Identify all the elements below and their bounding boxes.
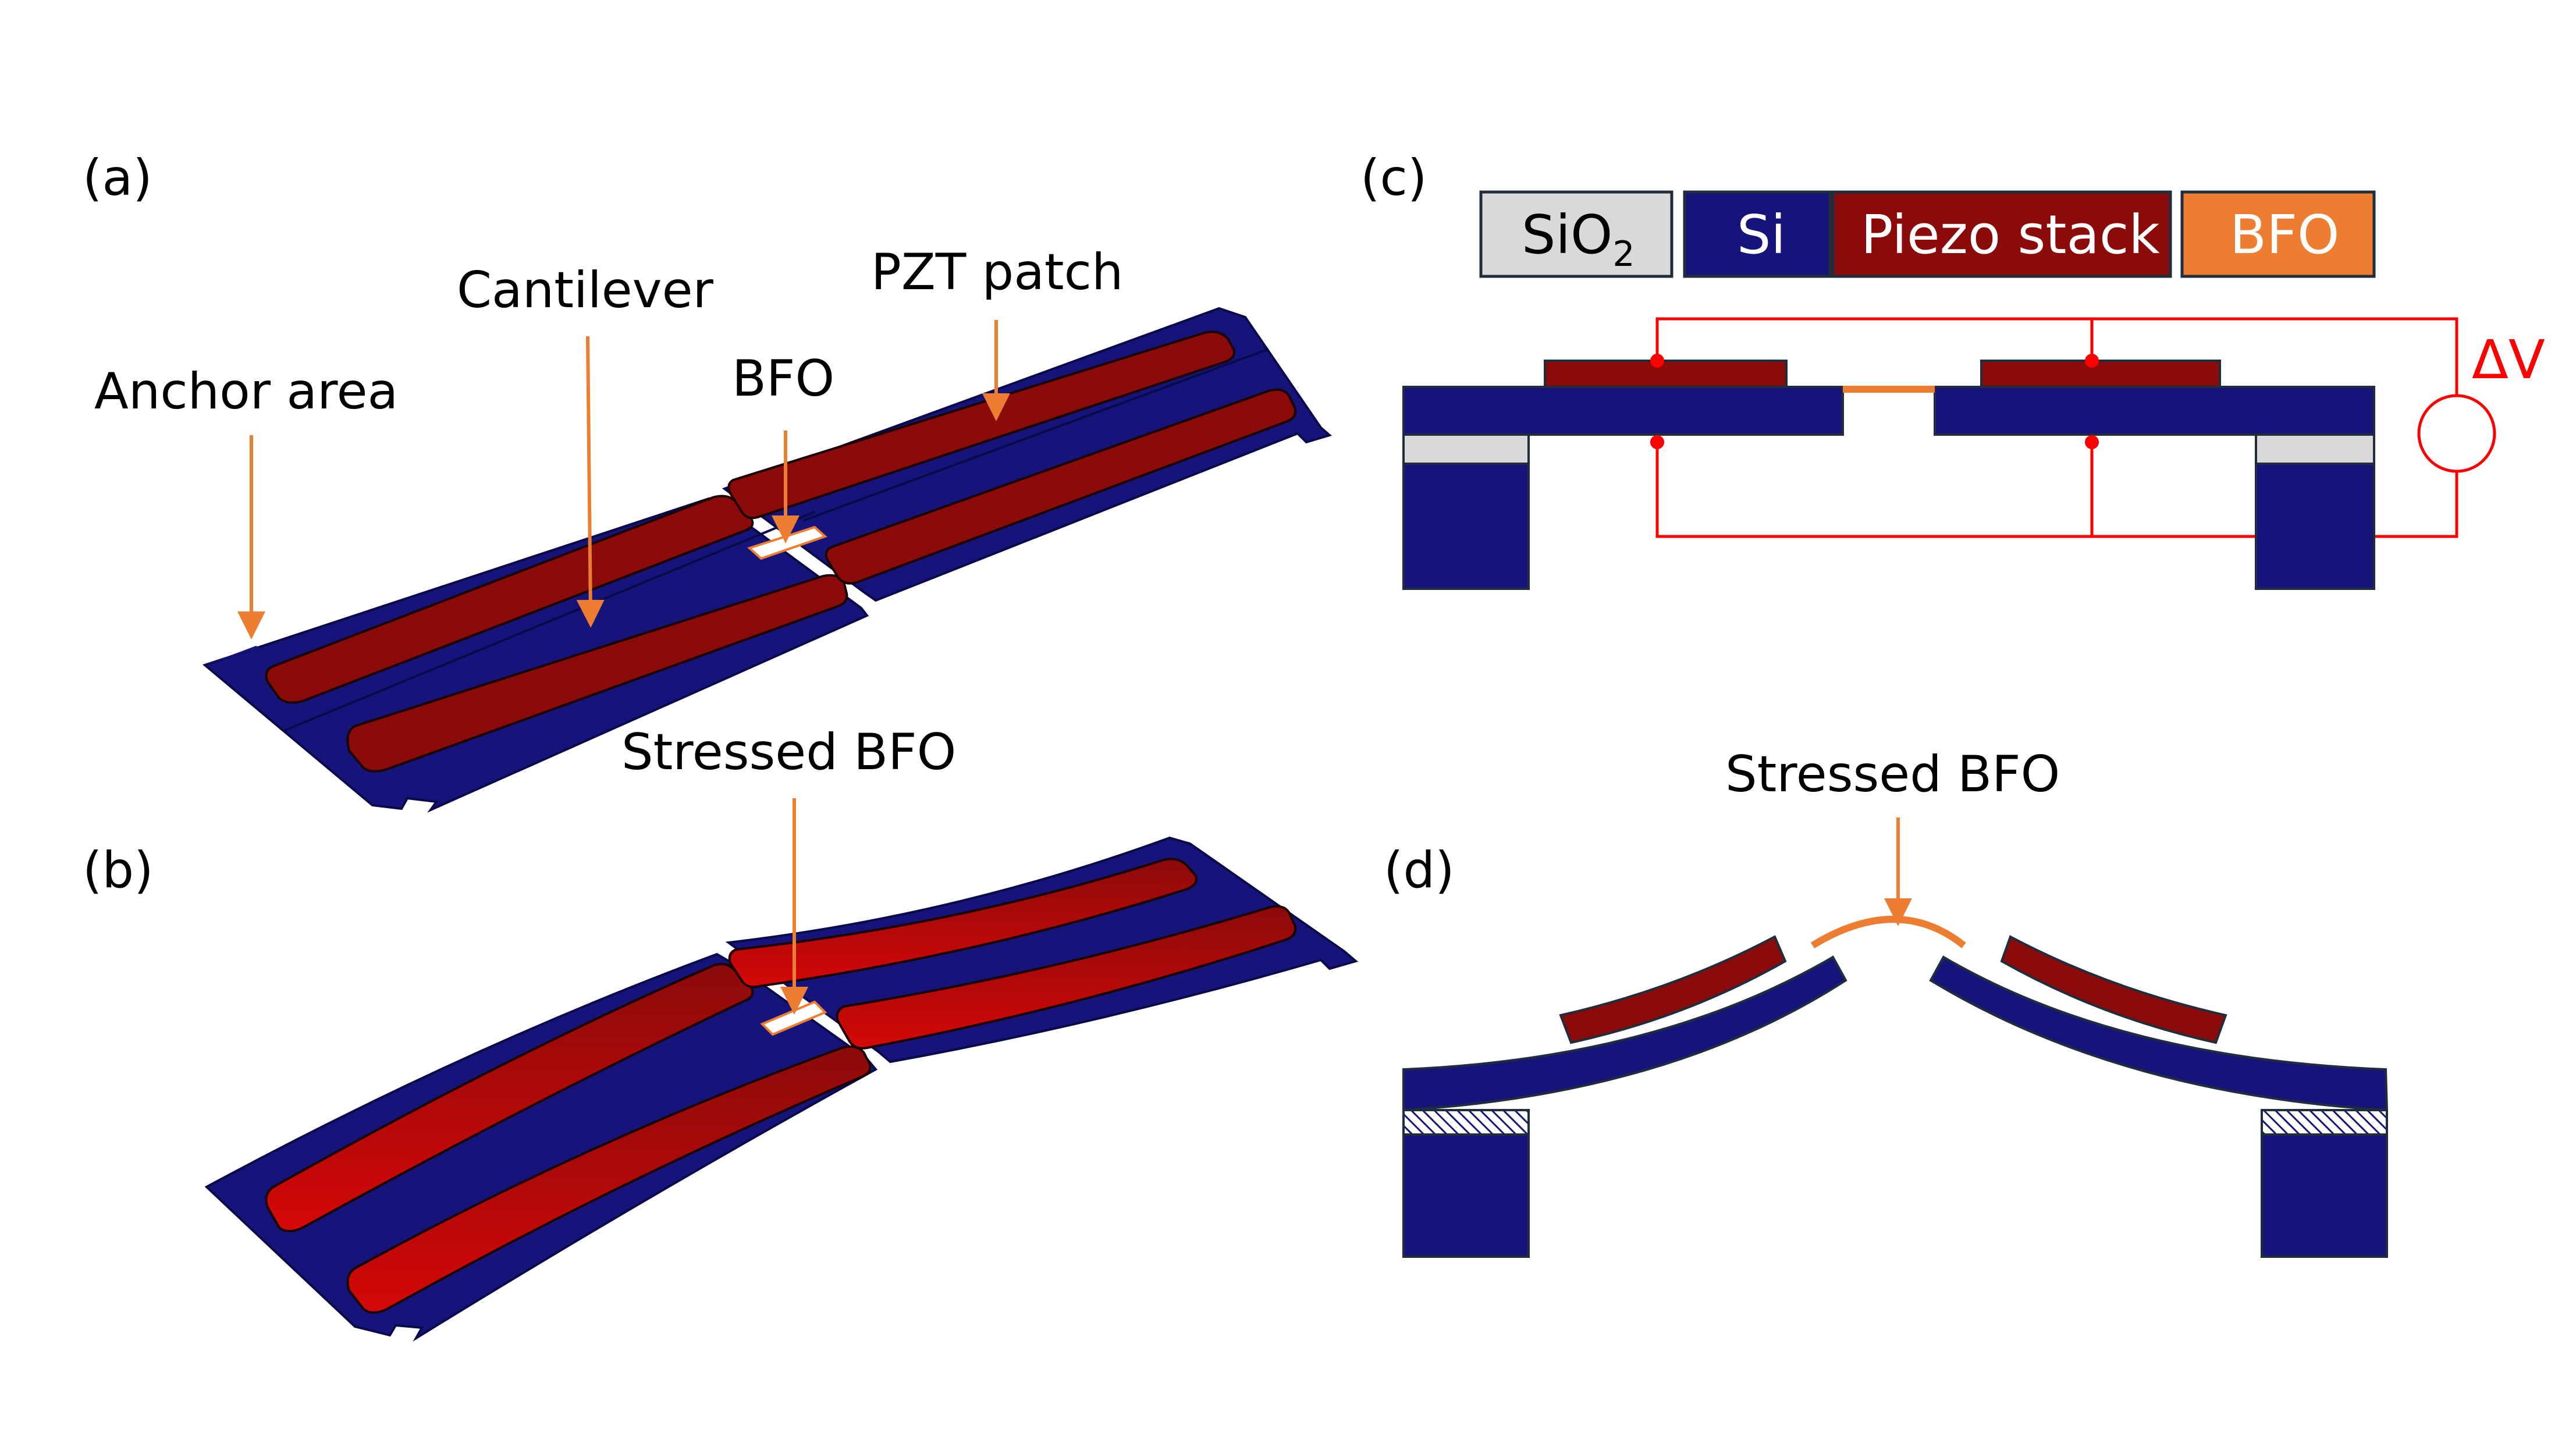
panel-label-a: (a)	[83, 149, 152, 207]
contact-dot	[2085, 435, 2099, 449]
pzt-patch-a4	[825, 388, 1296, 585]
legend-sio2-base: SiO	[1522, 204, 1612, 266]
label-cantilever: Cantilever	[457, 261, 713, 319]
legend-piezo-stack: Piezo stack	[1861, 204, 2160, 266]
sio2-layer-d-right	[2261, 1109, 2388, 1136]
pzt-patch-a1	[265, 495, 754, 704]
si-anchor-c-left	[1402, 463, 1530, 590]
panel-a: (a) Anchor area Cantilever BFO PZT patch	[83, 149, 1333, 813]
sio2-layer-c-left	[1402, 433, 1530, 465]
arrow-cantilever	[576, 336, 605, 628]
sio2-layer-c-right	[2255, 433, 2375, 465]
label-stressed-bfo-b: Stressed BFO	[621, 723, 956, 781]
label-pzt-patch: PZT patch	[871, 243, 1123, 301]
panel-label-d: (d)	[1384, 841, 1455, 899]
legend-swatch-si	[1683, 190, 1832, 278]
pzt-patch-a3	[727, 330, 1235, 520]
legend-swatch-sio2	[1479, 190, 1673, 278]
label-stressed-bfo-d: Stressed BFO	[1725, 745, 2060, 803]
legend-sio2: SiO2	[1522, 204, 1635, 275]
contact-dot	[1650, 354, 1664, 368]
panel-c: (c) SiO2 Si Piezo stack BFO ΔV	[1360, 149, 2545, 590]
pzt-patch-b3	[728, 858, 1198, 989]
piezo-stack-d-right	[2000, 935, 2227, 1044]
contact-dot	[2085, 354, 2099, 368]
panel-d: (d) Stressed BFO	[1384, 745, 2389, 1258]
anchor-tab-a	[205, 646, 273, 665]
legend-sio2-sub: 2	[1612, 234, 1635, 275]
si-beam-c-right	[1934, 386, 2375, 436]
pzt-patch-b1	[265, 962, 754, 1232]
contact-dot	[1650, 435, 1664, 449]
si-anchor-d-left	[1402, 1133, 1530, 1258]
bfo-layer-d	[1810, 916, 1966, 949]
circuit	[1655, 317, 2458, 538]
pzt-patch-b4	[836, 905, 1296, 1050]
panel-label-b: (b)	[83, 841, 154, 899]
voltage-source-icon	[2417, 394, 2496, 473]
label-delta-v: ΔV	[2472, 329, 2545, 391]
panel-b: (b) Stressed BFO	[83, 723, 1359, 1342]
label-bfo-a: BFO	[732, 350, 834, 408]
piezo-stack-d-left	[1559, 935, 1787, 1044]
bfo-layer-c	[1843, 386, 1935, 393]
legend: SiO2 Si Piezo stack BFO	[1479, 190, 2376, 278]
piezo-stack-c-right	[1980, 360, 2221, 388]
si-anchor-c-right	[2255, 463, 2375, 590]
pzt-patch-b2	[346, 1045, 872, 1314]
legend-swatch-bfo	[2180, 190, 2376, 278]
legend-bfo: BFO	[2230, 204, 2339, 266]
label-anchor-area: Anchor area	[94, 362, 398, 421]
si-beam-c-left	[1402, 386, 1844, 436]
si-beam-d-left	[1402, 955, 1847, 1112]
si-anchor-d-right	[2261, 1133, 2388, 1258]
piezo-stack-c-left	[1544, 360, 1788, 388]
sio2-layer-d-left	[1402, 1109, 1530, 1136]
si-bent-left	[204, 952, 878, 1342]
legend-swatch-piezo	[1831, 190, 2172, 278]
panel-label-c: (c)	[1360, 149, 1427, 207]
legend-si: Si	[1737, 204, 1786, 266]
si-beam-d-right	[1929, 955, 2389, 1112]
